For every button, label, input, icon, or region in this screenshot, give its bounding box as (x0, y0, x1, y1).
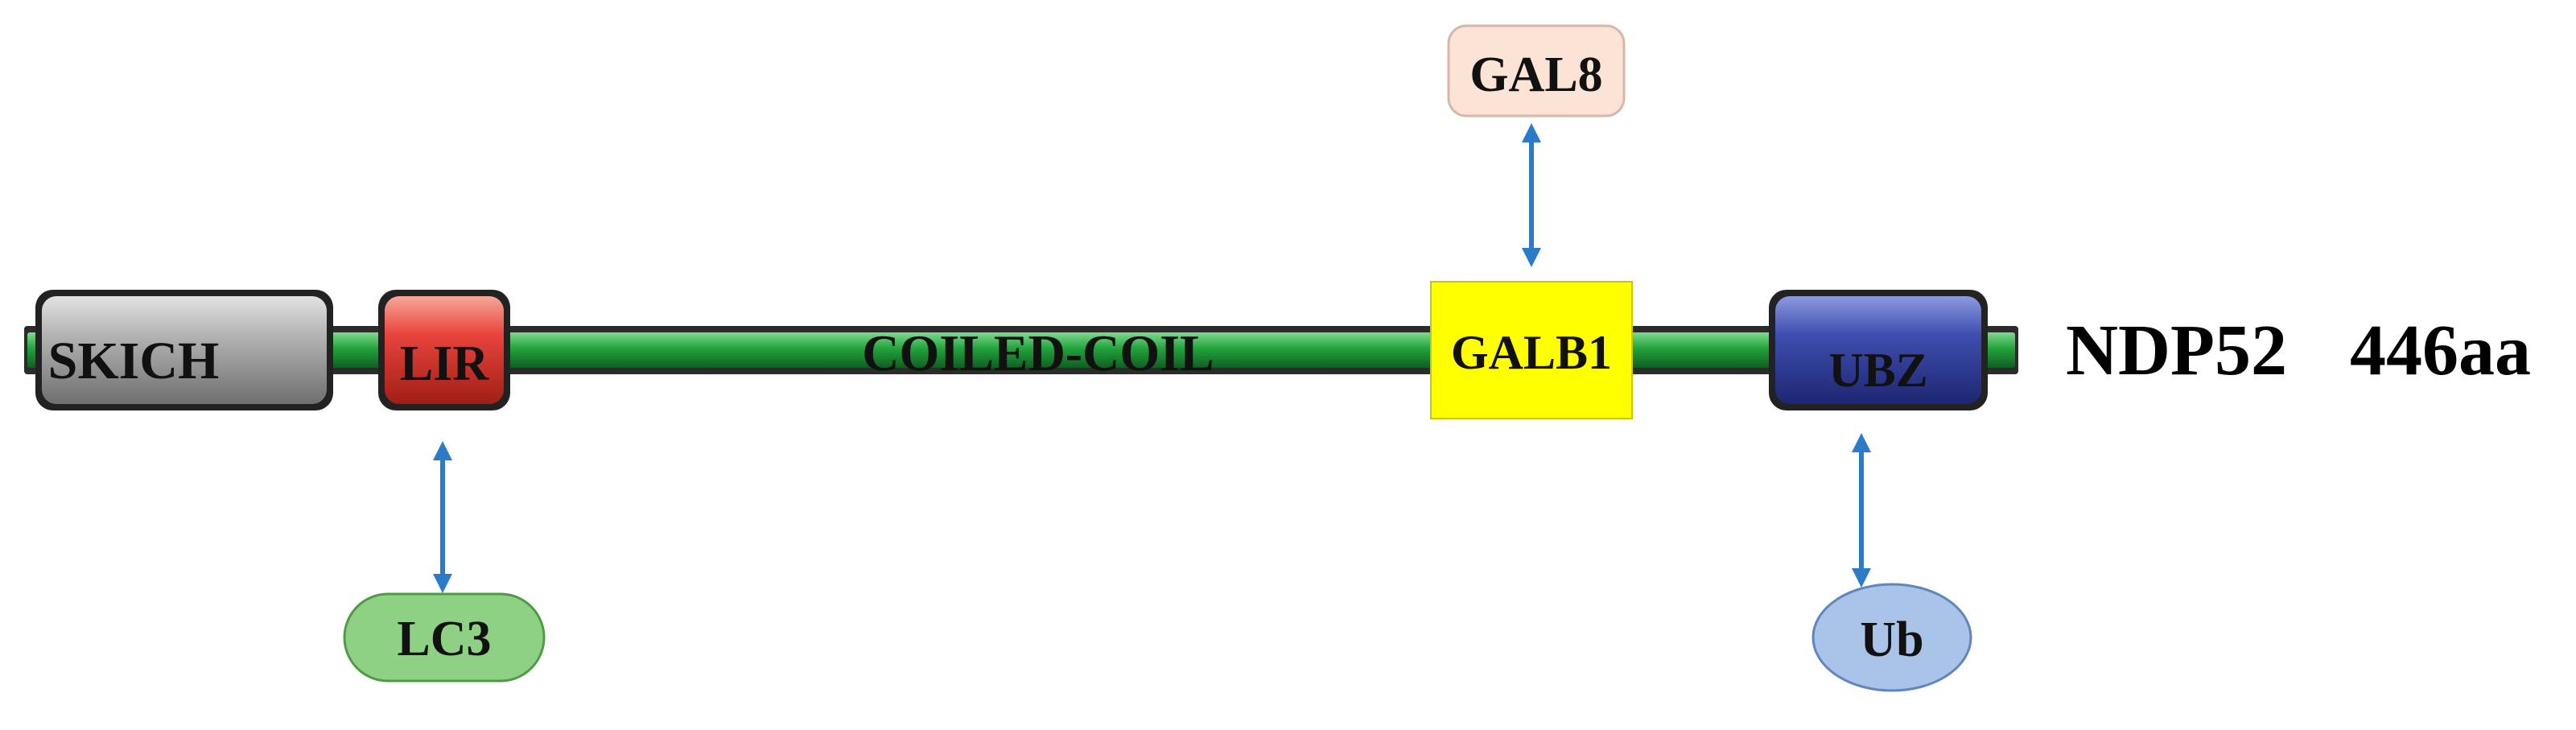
gal8-partner: GAL8 (1447, 24, 1626, 118)
skich-label: SKICH (48, 332, 220, 390)
ub-label: Ub (1860, 612, 1923, 667)
lir-label: LIR (400, 336, 489, 391)
protein-name: NDP52 (2066, 311, 2287, 390)
ubz-label: UBZ (1828, 344, 1927, 397)
lc3-partner: LC3 (343, 592, 546, 683)
coiled-coil-label: COILED-COIL (862, 324, 1214, 381)
galb1-label: GALB1 (1451, 326, 1612, 379)
protein-length: 446aa (2350, 311, 2531, 390)
gal8-label: GAL8 (1469, 47, 1602, 102)
skich-domain: SKICH (35, 290, 333, 410)
lc3-label: LC3 (397, 612, 491, 666)
ub-partner: Ub (1811, 583, 1972, 692)
lir-domain: LIR (378, 290, 510, 410)
galb1-domain: GALB1 (1430, 281, 1633, 419)
ubz-domain: UBZ (1769, 290, 1988, 410)
